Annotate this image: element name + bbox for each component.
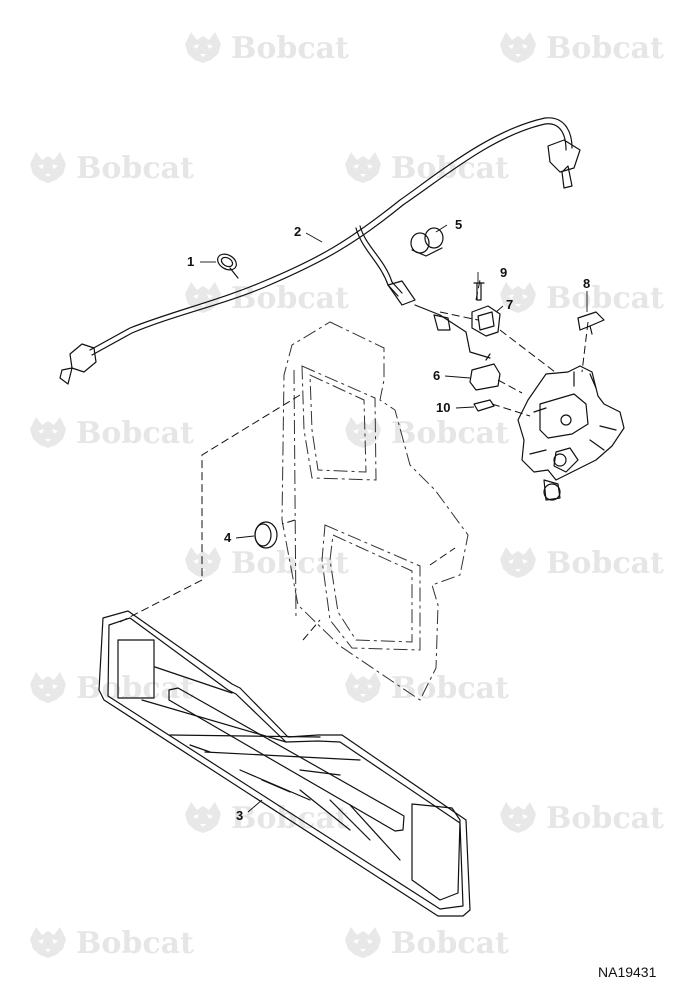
watermark-text: Bobcat <box>546 546 664 581</box>
callout-9: 9 <box>500 265 507 280</box>
part-7-bracket <box>471 305 501 337</box>
part-1-clamp <box>217 253 239 279</box>
watermark-text: Bobcat <box>546 281 664 316</box>
callout-8: 8 <box>583 276 590 291</box>
watermark-text: Bobcat <box>231 31 349 66</box>
callout-1: 1 <box>187 254 194 269</box>
watermark-tile: Bobcat <box>500 546 664 581</box>
watermark-text: Bobcat <box>391 671 509 706</box>
callout-3: 3 <box>236 808 243 823</box>
part-2-wire-harness <box>59 117 581 385</box>
bobcat-head-logo-icon <box>185 802 221 833</box>
callout-7: 7 <box>506 297 513 312</box>
watermark-text: Bobcat <box>76 151 194 186</box>
bobcat-head-logo-icon <box>500 802 536 833</box>
watermark-tile: Bobcat <box>30 926 194 961</box>
bobcat-head-logo-icon <box>185 32 221 63</box>
bobcat-head-logo-icon <box>30 152 66 183</box>
watermark-tile: Bobcat <box>345 671 509 706</box>
watermark-tile: Bobcat <box>185 801 349 836</box>
watermark-tile: Bobcat <box>30 151 194 186</box>
callout-2: 2 <box>294 224 301 239</box>
part-3-floor-mat <box>98 610 471 917</box>
watermark-tile: Bobcat <box>30 416 194 451</box>
watermark-text: Bobcat <box>231 801 349 836</box>
callout-6: 6 <box>433 368 440 383</box>
part-5-clip <box>410 227 444 257</box>
part-10-small-bracket <box>473 399 495 412</box>
watermark-tile: Bobcat <box>500 801 664 836</box>
watermark-tile: Bobcat <box>500 31 664 66</box>
watermark-text: Bobcat <box>231 546 349 581</box>
callout-10: 10 <box>436 400 450 415</box>
watermark-tile: Bobcat <box>345 151 509 186</box>
watermark-text: Bobcat <box>391 151 509 186</box>
bobcat-head-logo-icon <box>30 927 66 958</box>
watermark-text: Bobcat <box>231 281 349 316</box>
watermark-tile: Bobcat <box>185 546 349 581</box>
watermark-tile: Bobcat <box>500 281 664 316</box>
part-4-plug <box>254 521 278 549</box>
watermark-text: Bobcat <box>546 31 664 66</box>
drawing-number: NA19431 <box>598 964 657 980</box>
callout-numbers: 1 2 3 4 5 6 7 8 9 10 <box>187 217 590 823</box>
bobcat-head-logo-icon <box>500 32 536 63</box>
callout-leaders <box>200 224 588 813</box>
watermark-text: Bobcat <box>546 801 664 836</box>
cab-frame-outline <box>281 321 469 701</box>
watermark-text: Bobcat <box>391 926 509 961</box>
bobcat-head-logo-icon <box>30 672 66 703</box>
bobcat-head-logo-icon <box>185 547 221 578</box>
watermark-tile: Bobcat <box>345 926 509 961</box>
part-8-bracket <box>577 311 605 335</box>
bobcat-head-logo-icon <box>345 672 381 703</box>
watermark-tile: Bobcat <box>345 416 509 451</box>
bobcat-head-logo-icon <box>345 152 381 183</box>
bobcat-head-logo-icon <box>500 547 536 578</box>
callout-4: 4 <box>224 530 232 545</box>
watermark-tile: Bobcat <box>185 31 349 66</box>
bobcat-head-logo-icon <box>345 927 381 958</box>
part-9-screw <box>473 282 485 301</box>
watermark-text: Bobcat <box>76 926 194 961</box>
callout-5: 5 <box>455 217 462 232</box>
bobcat-head-logo-icon <box>30 417 66 448</box>
part-6-switch <box>469 353 501 391</box>
watermark-text: Bobcat <box>76 416 194 451</box>
watermark-text: Bobcat <box>391 416 509 451</box>
latch-assembly <box>517 365 625 501</box>
